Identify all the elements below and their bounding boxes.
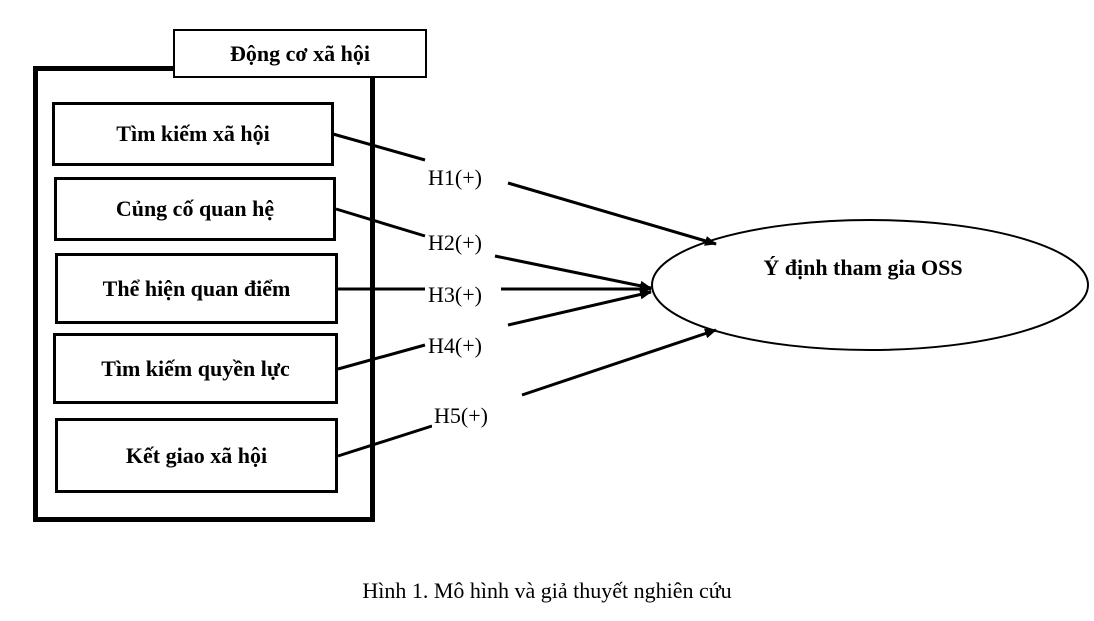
h5-arrow bbox=[521, 328, 717, 397]
hypothesis-label-h4: H4(+) bbox=[426, 333, 484, 358]
h1-arrow bbox=[507, 181, 717, 246]
hypothesis-label-h3: H3(+) bbox=[426, 282, 484, 307]
h1-line-start bbox=[332, 132, 426, 162]
outcome-label: Ý định tham gia OSS bbox=[763, 255, 963, 280]
hypothesis-label-h5: H5(+) bbox=[432, 403, 490, 428]
factor-box-self-expression: Thể hiện quan điểm bbox=[55, 253, 338, 324]
factor-box-relationship-maintenance: Củng cố quan hệ bbox=[54, 177, 336, 241]
h4-line-start bbox=[337, 343, 426, 371]
factor-box-power-seeking: Tìm kiếm quyền lực bbox=[53, 333, 338, 404]
factor-box-social-networking: Kết giao xã hội bbox=[55, 418, 338, 493]
h2-line-start bbox=[335, 207, 426, 238]
h2-arrow bbox=[494, 254, 652, 291]
hypothesis-label-h2: H2(+) bbox=[426, 230, 484, 255]
outcome-ellipse bbox=[651, 219, 1089, 351]
h5-line-start bbox=[337, 424, 433, 458]
h4-arrow bbox=[507, 289, 652, 327]
figure-caption: Hình 1. Mô hình và giả thuyết nghiên cứu bbox=[362, 578, 732, 603]
hypothesis-label-h1: H1(+) bbox=[426, 165, 484, 190]
factor-box-social-seeking: Tìm kiếm xã hội bbox=[52, 102, 334, 166]
social-motivation-group-title: Động cơ xã hội bbox=[173, 29, 427, 78]
